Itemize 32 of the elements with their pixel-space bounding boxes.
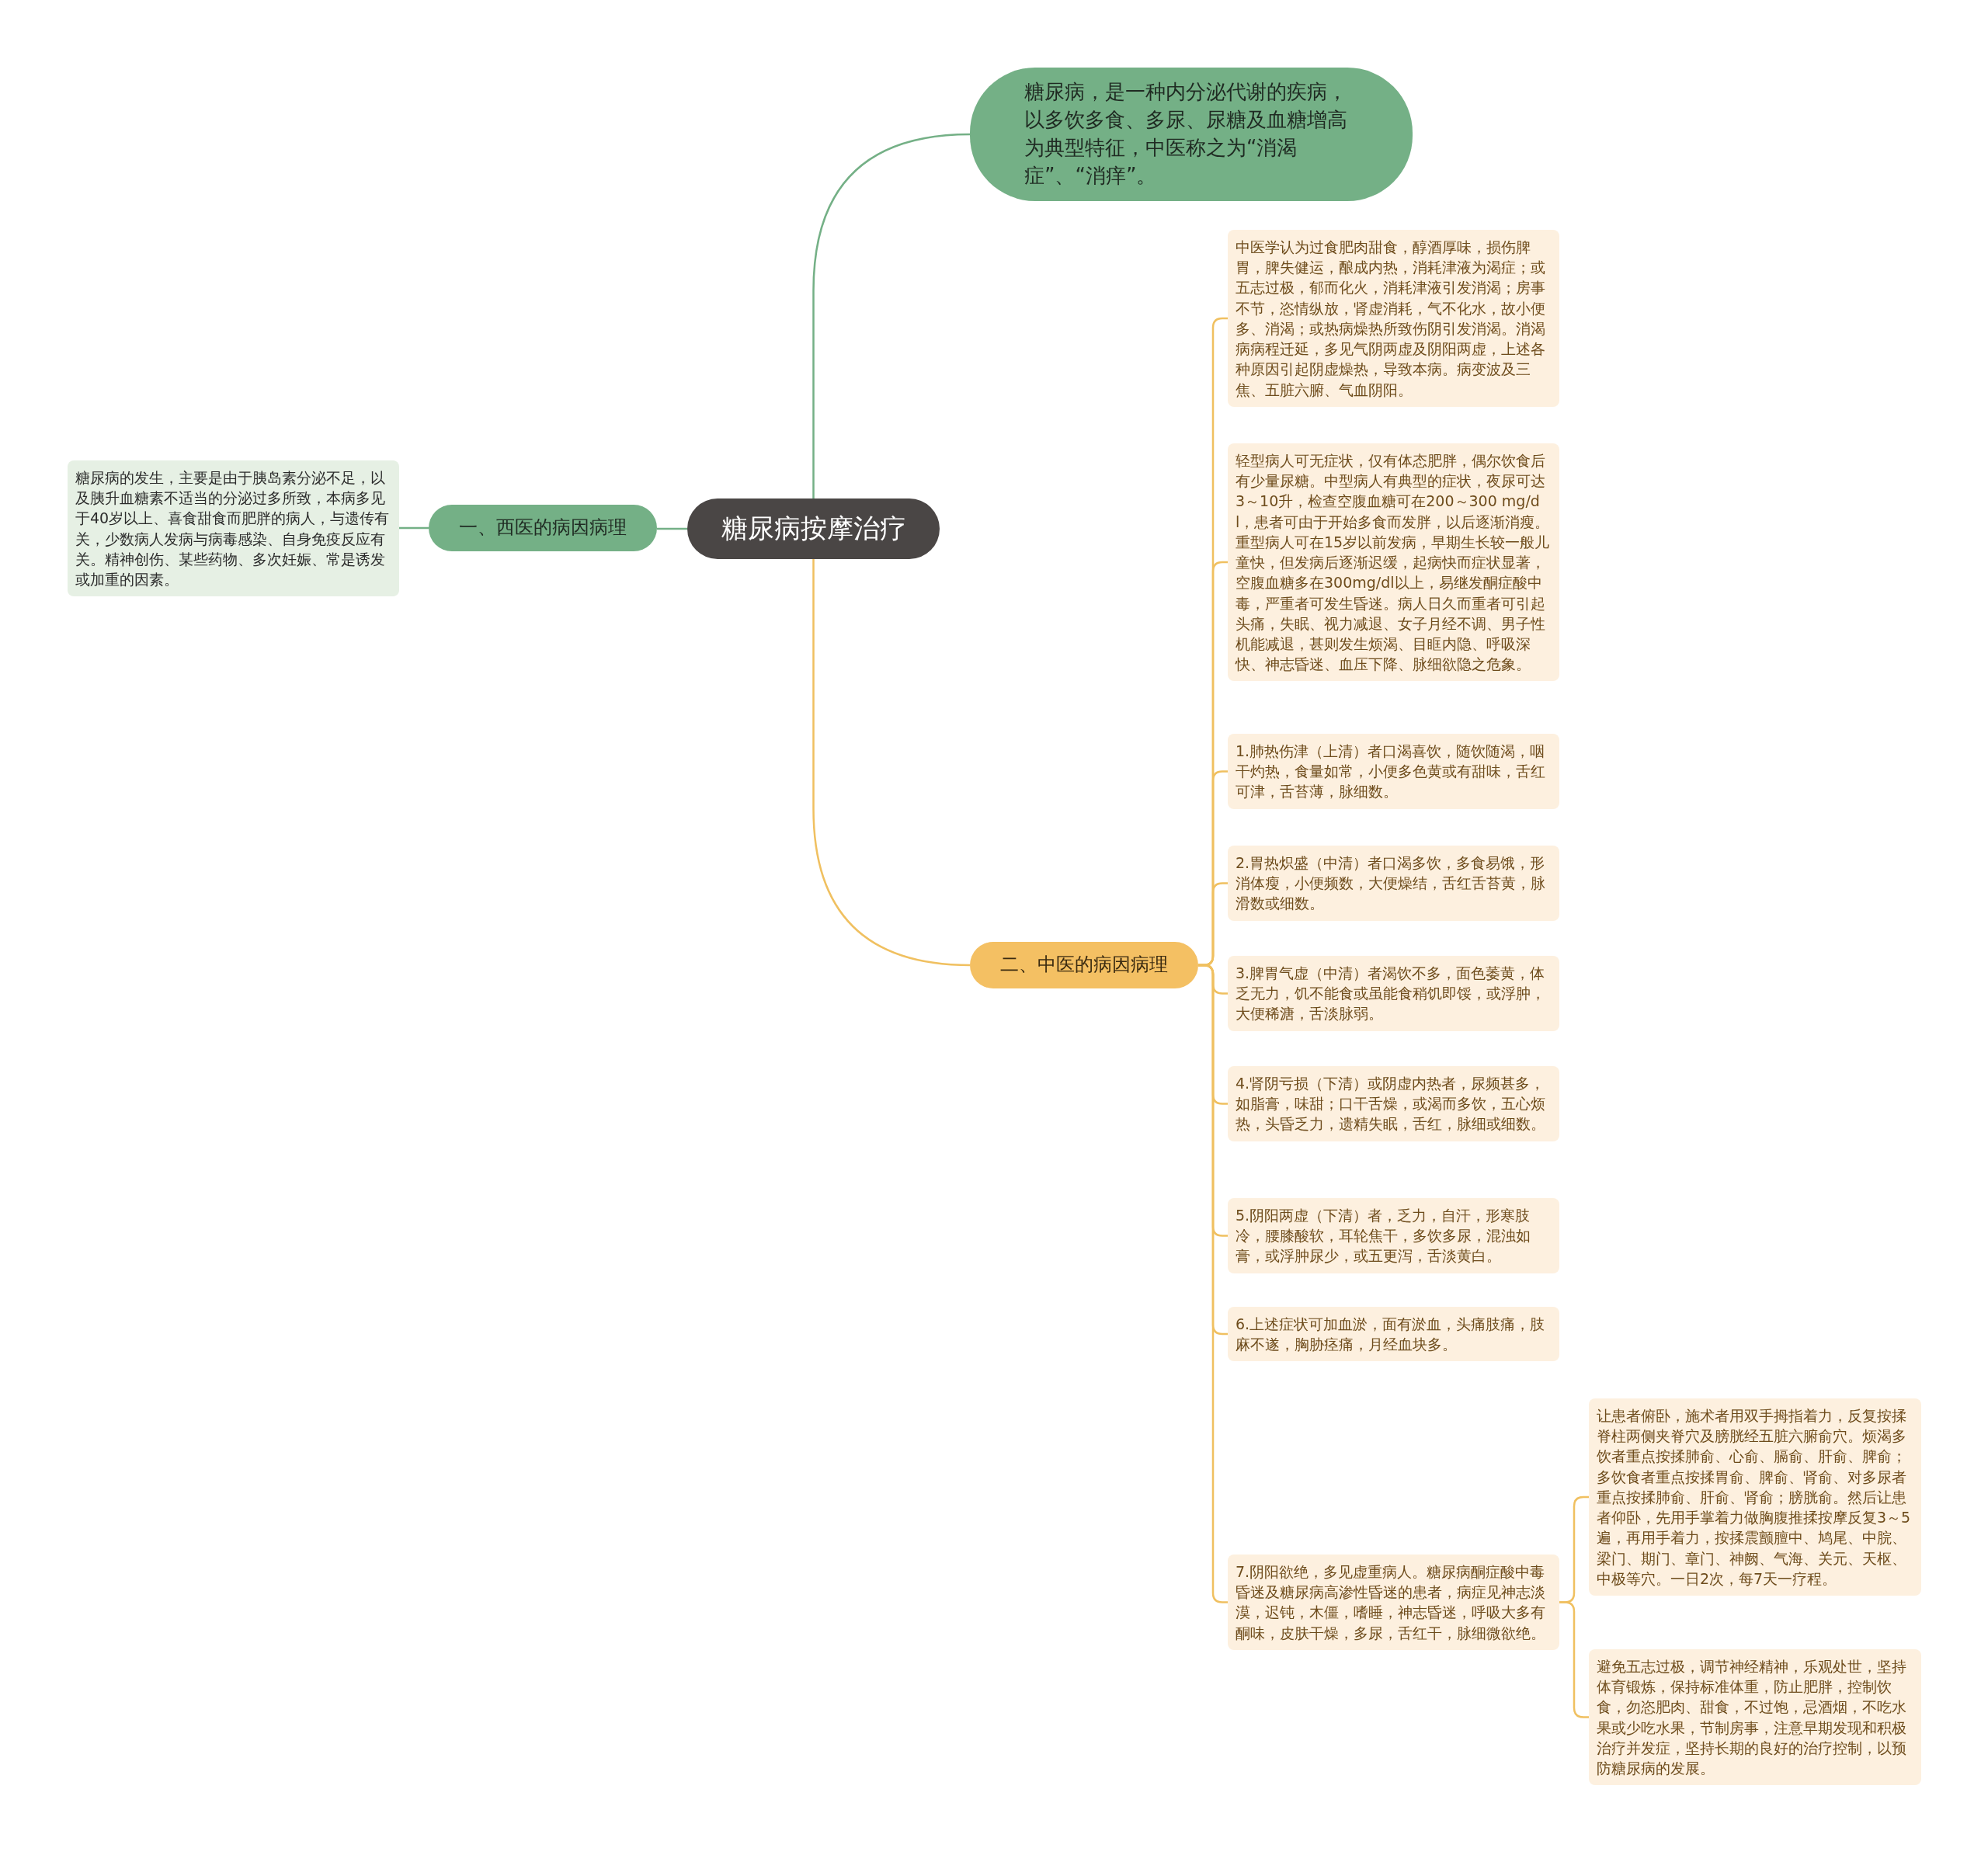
connector-line — [1559, 1601, 1589, 1718]
connector-line — [657, 527, 687, 530]
node-text: 糖尿病的发生，主要是由于胰岛素分泌不足，以及胰升血糖素不适当的分泌过多所致，本病多见于40岁以上、喜食甜食而肥胖的病人，与遗传有关，少数病人发病与病毒感染、自身免疫反应有关。精神创伤、某些药物、多次妊娠、常是诱发或加重的因素。 — [75, 468, 391, 590]
node-text: 轻型病人可无症状，仅有体态肥胖，偶尔饮食后有少量尿糖。中型病人有典型的症状，夜尿可达3～10升，检查空腹血糖可在200～300 mg/dl，患者可由于开始多食而发胖，以后逐渐消瘦。重型病人可在15岁以前发病，早期生长较一般儿童快，但发病后逐渐迟缓，起病快而症状显著，空腹血糖多在300mg/dl以上，易继发酮症酸中毒，严重者可发生昏迷。病人日久而重者可引起头痛，失眠、视力减退、女子月经不调、男子性机能减退，甚则发生烦渴、目眶内隐、呼吸深快、神志昏迷、血压下降、脉细欲隐之危象。 — [1236, 451, 1551, 675]
note-box — [1228, 956, 1559, 1031]
node-text: 糖尿病按摩治疗 — [720, 512, 907, 546]
note-box — [1589, 1649, 1921, 1786]
note-box — [1228, 734, 1559, 809]
note-box — [68, 460, 399, 597]
note-box — [1228, 1198, 1559, 1273]
node-text: 5.阴阳两虚（下清）者，乏力，自汗，形寒肢冷，腰膝酸软，耳轮焦干，多饮多尿，混浊如膏，或浮肿尿少，或五更泻，舌淡黄白。 — [1236, 1206, 1531, 1266]
connector-line — [399, 526, 429, 530]
branch-pill — [970, 942, 1198, 988]
node-text: 二、中医的病因病理 — [999, 953, 1169, 978]
note-box — [1228, 846, 1559, 921]
connector-line — [812, 133, 971, 498]
node-text: 让患者俯卧，施术者用双手拇指着力，反复按揉脊柱两侧夹脊穴及膀胱经五脏六腑俞穴。烦渴多饮者重点按揉肺俞、心俞、膈俞、肝俞、脾俞；多饮食者重点按揉胃俞、脾俞、肾俞、对多尿者重点按揉肺俞、肝俞、肾俞；膀胱俞。然后让患者仰卧，先用手掌着力做胸腹推揉按摩反复3～5遍，再用手着力，按揉震颤膻中、鸠尾、中脘、梁门、期门、章门、神阙、气海、关元、天枢、中极等穴。一日2次，每7天一疗程。 — [1597, 1406, 1912, 1589]
node-text: 3.脾胃气虚（中清）者渴饮不多，面色萎黄，体乏无力，饥不能食或虽能食稍饥即馁，或浮肿，大便稀溏，舌淡脉弱。 — [1236, 964, 1546, 1024]
node-text: 糖尿病，是一种内分泌代谢的疾病，以多饮多食、多尿、尿糖及血糖增高为典型特征，中医称之为“消渴症”、“消痒”。 — [1024, 79, 1348, 189]
node-text: 7.阴阳欲绝，多见虚重病人。糖尿病酮症酸中毒昏迷及糖尿病高渗性昏迷的患者，病症见神志淡漠，迟钝，木僵，嗜睡，神志昏迷，呼吸大多有酮味，皮肤干燥，多尿，舌红干，脉细微欲绝。 — [1236, 1562, 1546, 1643]
node-text: 一、西医的病因病理 — [458, 516, 627, 540]
node-text: 6.上述症状可加血淤，面有淤血，头痛肢痛，肢麻不遂，胸胁痉痛，月经血块多。 — [1236, 1315, 1546, 1355]
node-text: 避免五志过极，调节神经精神，乐观处世，坚持体育锻炼，保持标准体重，防止肥胖，控制饮食，勿恣肥肉、甜食，不过饱，忌酒烟，不吃水果或少吃水果，节制房事，注意早期发现和积极治疗并发症，坚持长期的良好的治疗控制，以预防糖尿病的发展。 — [1597, 1657, 1907, 1779]
node-text: 4.肾阴亏损（下清）或阴虚内热者，尿频甚多，如脂膏，味甜；口干舌燥，或渴而多饮，五心烦热，头昏乏力，遗精失眠，舌红，脉细或细数。 — [1236, 1074, 1546, 1134]
note-box — [1228, 1307, 1559, 1362]
node-text: 中医学认为过食肥肉甜食，醇酒厚味，损伤脾胃，脾失健运，酿成内热，消耗津液为渴症；或五志过极，郁而化火，消耗津液引发消渴；房事不节，恣情纵放，肾虚消耗，气不化水，故小便多、消渴；或热病燥热所致伤阴引发消渴。消渴病病程迁延，多见气阴两虚及阴阳两虚，上述各种原因引起阴虚燥热，导致本病。病变波及三焦、五脏六腑、气血阴阳。 — [1236, 238, 1546, 400]
note-box — [1228, 1066, 1559, 1141]
node-text: 2.胃热炽盛（中清）者口渴多饮，多食易饿，形消体瘦，小便频数，大便燥结，舌红舌苔黄，脉滑数或细数。 — [1236, 853, 1546, 914]
note-box — [1228, 1555, 1559, 1650]
connector-line — [812, 559, 971, 967]
branch-pill — [429, 505, 657, 551]
node-text: 1.肺热伤津（上清）者口渴喜饮，随饮随渴，咽干灼热，食量如常，小便多色黄或有甜味，舌红可津，舌苔薄，脉细数。 — [1236, 742, 1546, 802]
